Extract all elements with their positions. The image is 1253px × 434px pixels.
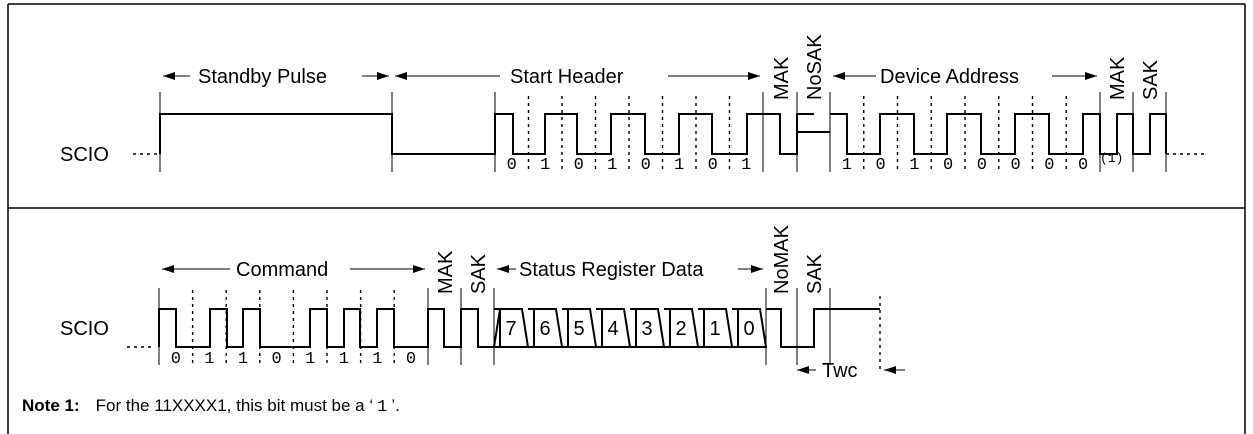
status-data-cells <box>493 308 768 348</box>
scio-waveform-row2-command <box>158 308 494 348</box>
device-address-label: Device Address <box>880 66 1019 88</box>
start-header-bits: 0 1 0 1 0 1 0 1 <box>507 156 752 175</box>
status-register-bits: 7 6 5 4 3 2 1 0 <box>505 318 754 340</box>
device-address-bit-5: 0 <box>1011 156 1021 175</box>
device-address-bits: 1 0 1 0 0 0 0 0 <box>842 156 1088 175</box>
command-bit-0: 0 <box>171 350 181 369</box>
status-bit-2: 5 <box>573 318 584 340</box>
command-bit-5: 1 <box>339 350 349 369</box>
status-bit-7: 0 <box>743 318 754 340</box>
note-quote-open: ‘ <box>369 396 373 415</box>
start-header-label: Start Header <box>510 66 624 88</box>
command-bit-1: 1 <box>204 350 214 369</box>
nomak-label: NoMAK <box>771 224 793 294</box>
mak-label-2: MAK <box>1107 56 1129 100</box>
footnote: Note 1: For the 11XXXX1, this bit must b… <box>22 396 400 417</box>
status-bit-3: 4 <box>607 318 618 340</box>
start-header-bit-0: 0 <box>507 156 517 175</box>
note-label: Note 1: <box>22 396 80 415</box>
start-header-bit-2: 0 <box>574 156 584 175</box>
sak-label-1: SAK <box>1140 59 1162 100</box>
timing-row-1: SCIO Standby Pulse Start Header Device A <box>60 34 1205 175</box>
figure-frame <box>7 3 1246 434</box>
device-address-bit-6: 0 <box>1044 156 1054 175</box>
command-bit-7: 0 <box>406 350 416 369</box>
footnote-marker: (1) <box>1100 151 1123 166</box>
command-bit-2: 1 <box>238 350 248 369</box>
signal-label-scio: SCIO <box>60 144 109 166</box>
command-label: Command <box>236 259 328 281</box>
bit-boundary-ticks-row1 <box>159 92 1167 172</box>
status-bit-1: 6 <box>539 318 550 340</box>
status-bit-5: 2 <box>675 318 686 340</box>
device-address-bit-4: 0 <box>977 156 987 175</box>
start-header-bit-7: 1 <box>741 156 751 175</box>
device-address-bit-0: 1 <box>842 156 852 175</box>
device-address-bit-7: 0 <box>1078 156 1088 175</box>
start-header-bit-5: 1 <box>674 156 684 175</box>
mak-label-row2: MAK <box>435 250 457 294</box>
start-header-bit-6: 0 <box>708 156 718 175</box>
twc-label: Twc <box>822 360 858 382</box>
mak-label-1: MAK <box>771 56 793 100</box>
start-header-bit-3: 1 <box>607 156 617 175</box>
status-bit-0: 7 <box>505 318 516 340</box>
command-bit-3: 0 <box>271 350 281 369</box>
device-address-bit-3: 0 <box>943 156 953 175</box>
scio-waveform-row1-address <box>830 113 1167 155</box>
status-bit-4: 3 <box>641 318 652 340</box>
command-bit-6: 1 <box>372 350 382 369</box>
bit-center-dashes-row2 <box>191 290 395 365</box>
device-address-bit-2: 1 <box>909 156 919 175</box>
sak-label-row2-end: SAK <box>804 253 826 294</box>
start-header-bit-4: 0 <box>641 156 651 175</box>
status-bit-6: 1 <box>709 318 720 340</box>
bit-boundary-ticks-row2 <box>158 288 831 365</box>
note-text: For the 11XXXX1, this bit must be a <box>96 396 370 415</box>
nosak-label: NoSAK <box>804 34 826 100</box>
status-register-data-label: Status Register Data <box>519 259 704 281</box>
note-value: 1 <box>377 398 387 417</box>
device-address-bit-1: 0 <box>876 156 886 175</box>
scio-waveform-row1 <box>159 113 814 155</box>
timing-row-2: SCIO Command Status Register Data MAK SA… <box>60 224 905 382</box>
note-quote-close: ’. <box>391 396 400 415</box>
svg-text:Note 1: For the 11XXXX1,: Note 1: For the 11XXXX1, this bit must b… <box>22 396 400 417</box>
bit-center-dashes-row1 <box>527 96 1067 172</box>
signal-label-scio-2: SCIO <box>60 318 109 340</box>
start-header-bit-1: 1 <box>540 156 550 175</box>
scio-waveform-row2-tail <box>766 308 880 348</box>
standby-pulse-label: Standby Pulse <box>198 66 327 88</box>
sak-label-row2: SAK <box>468 253 490 294</box>
command-bit-4: 1 <box>305 350 315 369</box>
command-bits: 0 1 1 0 1 1 1 0 <box>171 350 416 369</box>
